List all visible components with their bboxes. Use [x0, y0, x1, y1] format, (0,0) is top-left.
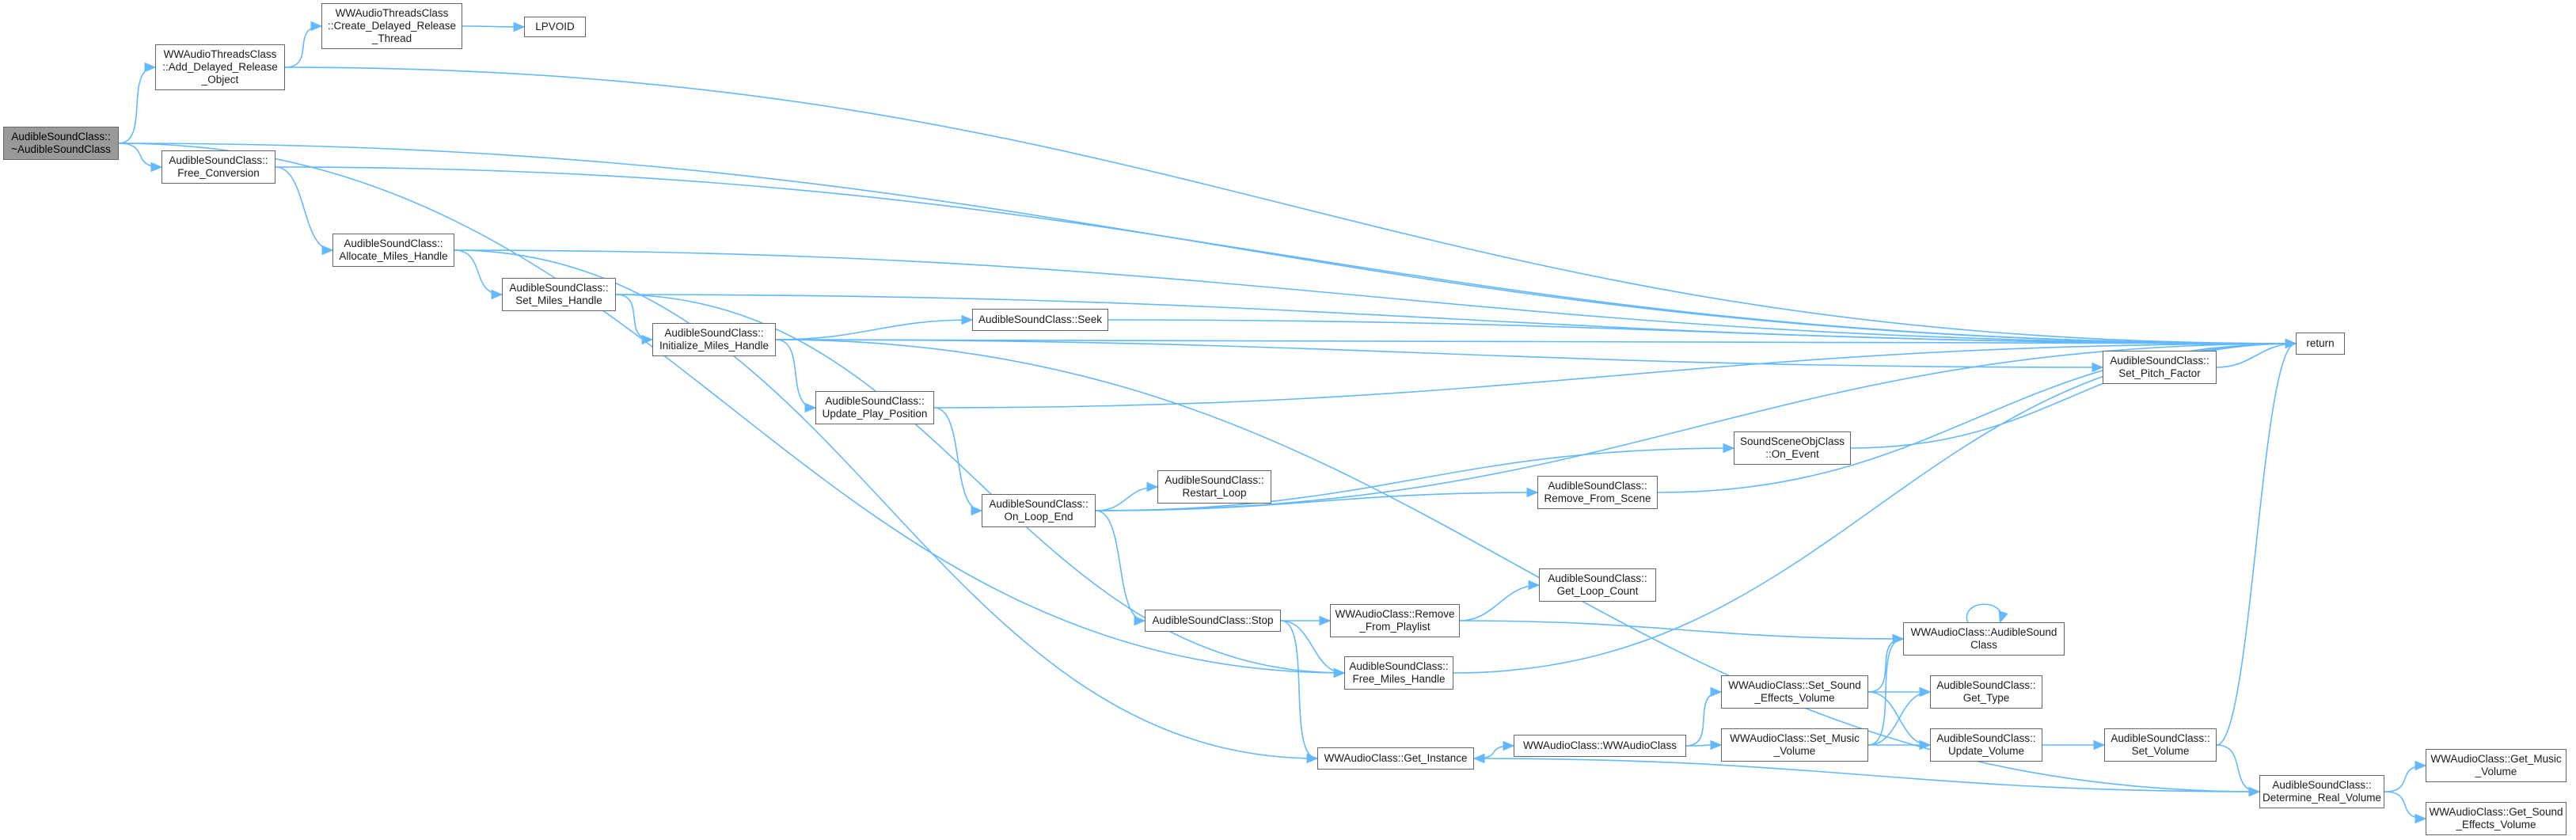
edge-arrowhead — [1526, 487, 1539, 498]
edge-ww_ctor-to-set_sfx_volume — [1685, 691, 1722, 747]
edge-arrowhead — [491, 289, 503, 300]
node-root[interactable]: AudibleSoundClass:: ~AudibleSoundClass — [3, 127, 119, 160]
node-get-music-volume[interactable]: WWAudioClass::Get_Music _Volume — [2426, 749, 2567, 782]
edge-on_loop_end-to-sound_scene_on_event — [1095, 447, 1734, 511]
node-set-music-volume[interactable]: WWAudioClass::Set_Music _Volume — [1721, 728, 1868, 762]
edge-remove_playlist-to-ww_audiblesound — [1459, 620, 1904, 640]
edge-arrowhead — [961, 314, 974, 325]
node-free-conversion[interactable]: AudibleSoundClass:: Free_Conversion — [161, 150, 275, 184]
edge-initialize_miles-to-seek — [775, 319, 973, 340]
edge-remove_playlist-to-get_loop_count — [1459, 584, 1540, 621]
edge-arrowhead — [1723, 443, 1735, 454]
edge-arrowhead — [1472, 753, 1485, 764]
node-get-instance[interactable]: WWAudioClass::Get_Instance — [1317, 747, 1474, 770]
edge-set_pitch-to-ret — [2216, 343, 2297, 368]
edge-arrowhead — [1892, 633, 1905, 644]
edge-determine_real-to-get_music_volume — [2384, 765, 2426, 792]
edge-stop-to-get_instance — [1280, 620, 1318, 759]
node-set-sfx-volume[interactable]: WWAudioClass::Set_Sound _Effects_Volume — [1721, 675, 1868, 709]
edge-arrowhead — [1333, 667, 1346, 678]
edge-root-to-add_delayed — [118, 67, 156, 144]
node-free-miles[interactable]: AudibleSoundClass:: Free_Miles_Handle — [1344, 656, 1453, 690]
edge-arrowhead — [2285, 338, 2297, 349]
node-get-sfx-volume[interactable]: WWAudioClass::Get_Sound _Effects_Volume — [2426, 802, 2567, 835]
edge-allocate_miles-to-set_miles — [454, 249, 503, 295]
edge-set_volume-to-ret — [2216, 343, 2297, 746]
edge-initialize_miles-to-determine_real — [775, 339, 2260, 792]
edge-set_music_volume-to-ww_audiblesound — [1867, 638, 1904, 746]
edge-set_miles-to-free_miles — [615, 294, 1345, 674]
edge-arrowhead — [1710, 686, 1723, 697]
edge-arrowhead — [1710, 739, 1723, 751]
edge-determine_real-to-get_instance — [1473, 758, 2260, 792]
edge-free_conversion-to-ret — [275, 166, 2297, 344]
edge-root-to-free_miles — [118, 143, 1345, 674]
node-remove-from-scene[interactable]: AudibleSoundClass:: Remove_From_Scene — [1537, 476, 1658, 509]
edge-initialize_miles-to-set_pitch — [775, 339, 2103, 368]
edge-ww_audiblesound-to-ww_audiblesound — [1966, 603, 2002, 623]
edge-on_loop_end-to-stop — [1095, 510, 1146, 621]
edge-set_volume-to-determine_real — [2216, 744, 2260, 792]
node-determine-real[interactable]: AudibleSoundClass:: Determine_Real_Volum… — [2259, 775, 2384, 808]
node-create-delayed[interactable]: WWAudioThreadsClass ::Create_Delayed_Rel… — [321, 3, 462, 49]
edge-arrowhead — [1306, 753, 1319, 764]
node-ww-ctor[interactable]: WWAudioClass::WWAudioClass — [1514, 735, 1686, 757]
edge-allocate_miles-to-get_instance — [454, 249, 1318, 759]
edge-determine_real-to-get_sfx_volume — [2384, 791, 2426, 819]
node-restart-loop[interactable]: AudibleSoundClass:: Restart_Loop — [1157, 470, 1271, 504]
node-update-play[interactable]: AudibleSoundClass:: Update_Play_Position — [815, 391, 934, 424]
edge-update_play-to-ret — [933, 343, 2297, 409]
node-stop[interactable]: AudibleSoundClass::Stop — [1145, 610, 1281, 632]
edge-seek-to-ret — [1108, 319, 2297, 344]
edge-arrowhead — [1503, 740, 1515, 751]
edge-arrowhead — [513, 21, 526, 32]
edge-add_delayed-to-create_delayed — [284, 25, 322, 68]
edge-arrowhead — [144, 62, 157, 73]
edge-arrowhead — [1146, 481, 1159, 492]
edge-arrowhead — [641, 334, 654, 345]
edge-root-to-free_conversion — [118, 143, 162, 168]
edge-arrowhead — [1319, 615, 1332, 626]
edge-on_loop_end-to-ret — [1095, 343, 2297, 511]
node-add-delayed[interactable]: WWAudioThreadsClass ::Add_Delayed_Releas… — [155, 44, 285, 90]
node-set-volume[interactable]: AudibleSoundClass:: Set_Volume — [2104, 728, 2217, 762]
edge-arrowhead — [1919, 739, 1932, 751]
edge-arrowhead — [1998, 610, 2008, 624]
edge-arrowhead — [2415, 760, 2427, 771]
edge-allocate_miles-to-ret — [454, 249, 2297, 344]
edge-add_delayed-to-ret — [284, 67, 2297, 344]
node-remove-playlist[interactable]: WWAudioClass::Remove _From_Playlist — [1330, 604, 1460, 637]
edge-arrowhead — [1919, 686, 1932, 697]
edge-arrowhead — [310, 21, 323, 32]
node-set-miles[interactable]: AudibleSoundClass:: Set_Miles_Handle — [502, 278, 616, 311]
node-seek[interactable]: AudibleSoundClass::Seek — [972, 309, 1108, 331]
edges-layer — [118, 21, 2427, 824]
edge-arrowhead — [321, 245, 334, 256]
edge-arrowhead — [150, 162, 163, 173]
node-allocate-miles[interactable]: AudibleSoundClass:: Allocate_Miles_Handl… — [332, 234, 454, 267]
node-get-type[interactable]: AudibleSoundClass:: Get_Type — [1930, 675, 2042, 709]
node-lpvoid[interactable]: LPVOID — [524, 17, 586, 37]
edge-arrowhead — [2093, 739, 2106, 751]
node-ww-audiblesound[interactable]: WWAudioClass::AudibleSound Class — [1903, 622, 2065, 656]
edge-arrowhead — [1528, 580, 1541, 591]
edge-sound_scene_on_event-to-ret — [1850, 343, 2297, 449]
edge-free_conversion-to-allocate_miles — [275, 166, 333, 251]
edge-arrowhead — [2415, 813, 2427, 824]
edge-arrowhead — [804, 402, 817, 413]
node-on-loop-end[interactable]: AudibleSoundClass:: On_Loop_End — [982, 494, 1096, 527]
edge-initialize_miles-to-ret — [775, 339, 2297, 344]
node-initialize-miles[interactable]: AudibleSoundClass:: Initialize_Miles_Han… — [652, 323, 776, 356]
node-set-pitch[interactable]: AudibleSoundClass:: Set_Pitch_Factor — [2103, 351, 2217, 384]
node-sound-scene-on-event[interactable]: SoundSceneObjClass ::On_Event — [1734, 431, 1851, 465]
edge-arrowhead — [2092, 362, 2104, 373]
edge-arrowhead — [971, 505, 983, 516]
edge-update_play-to-on_loop_end — [933, 407, 982, 511]
node-return[interactable]: return — [2296, 333, 2345, 355]
edge-set_music_volume-to-get_type — [1867, 691, 1931, 746]
edge-arrowhead — [1134, 615, 1146, 626]
node-get-loop-count[interactable]: AudibleSoundClass:: Get_Loop_Count — [1539, 568, 1656, 602]
node-update-volume[interactable]: AudibleSoundClass:: Update_Volume — [1930, 728, 2042, 762]
